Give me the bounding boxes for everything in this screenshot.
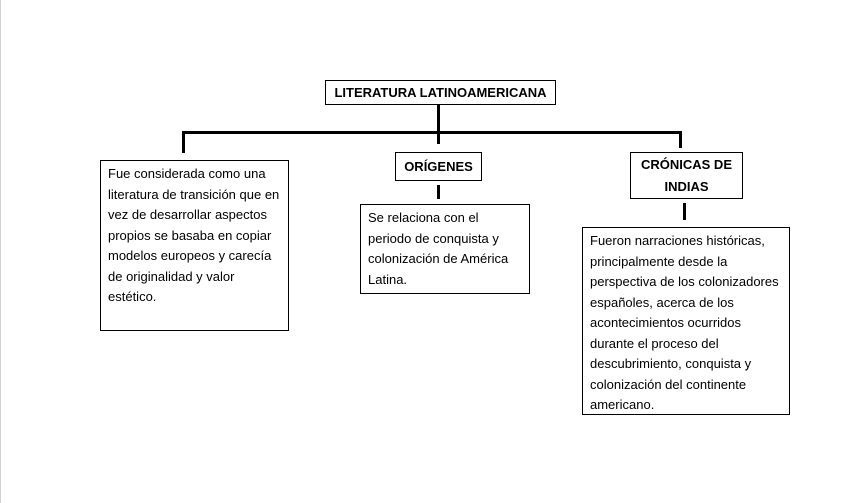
middle-branch-description-box: Se relaciona con el periodo de conquista… xyxy=(360,204,530,294)
middle-heading-connector xyxy=(437,185,440,199)
root-node-box: LITERATURA LATINOAMERICANA xyxy=(325,80,556,105)
right-branch-drop xyxy=(679,131,682,148)
middle-branch-heading-box: ORÍGENES xyxy=(395,152,482,181)
right-heading-connector xyxy=(683,203,686,220)
right-branch-heading: CRÓNICAS DE INDIAS xyxy=(640,156,732,194)
root-node-label: LITERATURA LATINOAMERICANA xyxy=(334,85,547,100)
left-branch-description: Fue considerada como una literatura de t… xyxy=(108,166,280,304)
right-branch-description-box: Fueron narraciones históricas, principal… xyxy=(582,227,790,415)
right-branch-description: Fueron narraciones históricas, principal… xyxy=(590,233,779,412)
middle-branch-description: Se relaciona con el periodo de conquista… xyxy=(368,210,509,287)
middle-branch-heading: ORÍGENES xyxy=(404,159,473,174)
right-branch-heading-box: CRÓNICAS DE INDIAS xyxy=(630,152,743,199)
middle-branch-drop xyxy=(437,132,440,144)
page-left-edge xyxy=(0,0,1,503)
horizontal-bus-connector xyxy=(183,131,682,134)
root-stem-connector xyxy=(437,105,440,132)
left-branch-description-box: Fue considerada como una literatura de t… xyxy=(100,160,289,331)
left-branch-drop xyxy=(182,131,185,153)
